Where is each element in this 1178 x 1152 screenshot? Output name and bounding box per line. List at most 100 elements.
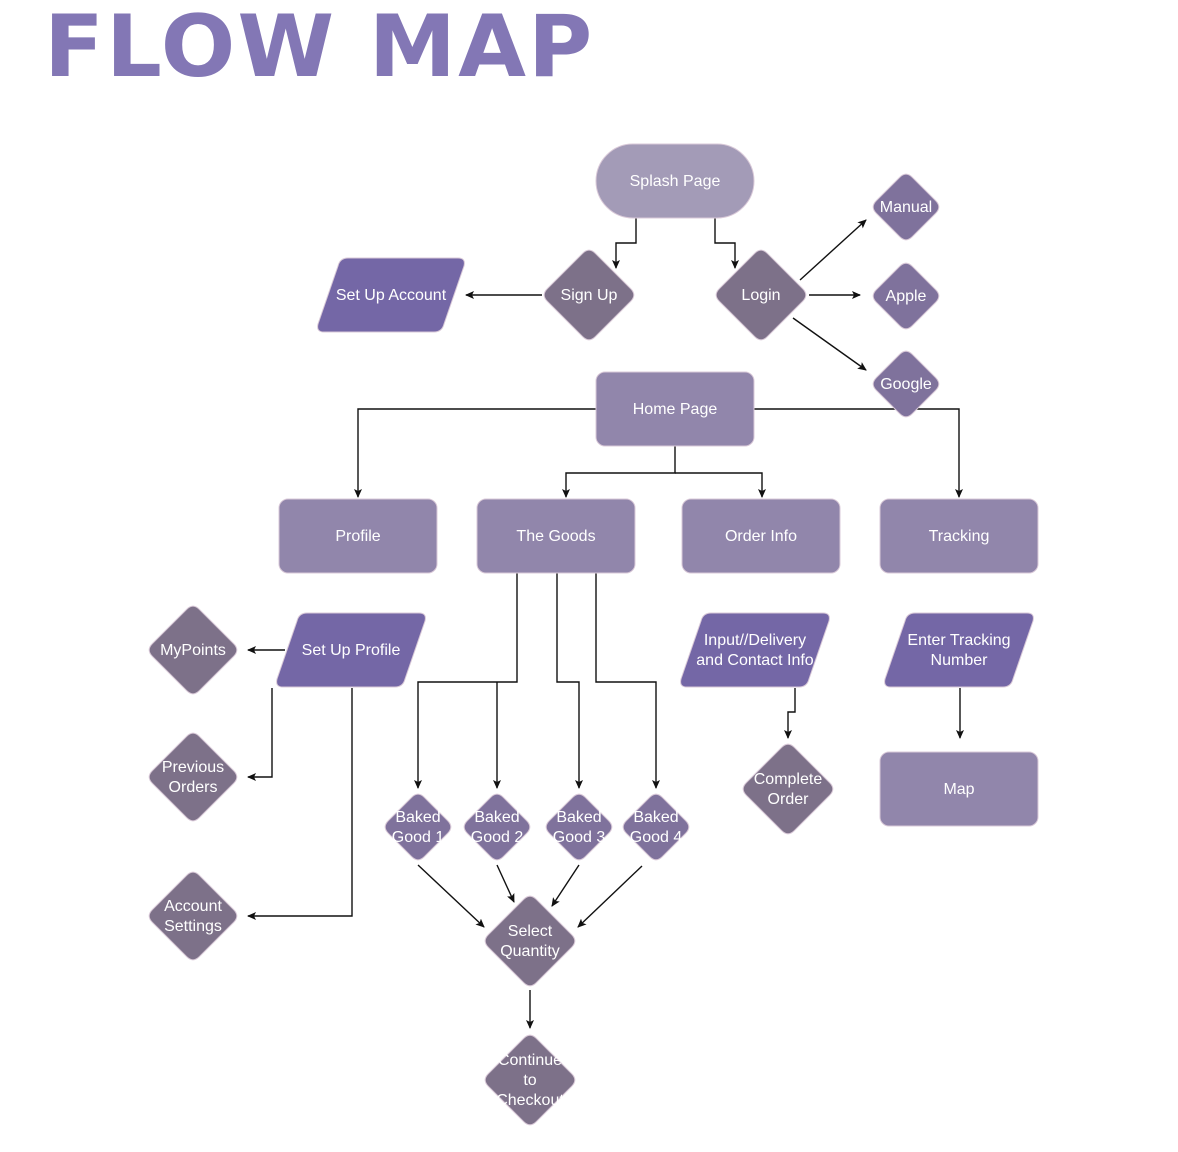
edge-setup-profile-to-prev-orders [247,688,273,781]
edge-setup-profile-to-account-settings [247,688,353,920]
node-select-qty-label: Quantity [500,943,560,960]
edge-login-to-google [792,317,867,371]
node-mypoints-shape [148,605,238,695]
edge-baked4-to-select-qty [577,865,643,928]
node-select-qty-shape [484,895,576,987]
node-baked3-label: Baked [556,809,601,826]
edge-delivery-info-to-complete-order [784,688,796,739]
node-google: Google [872,350,940,418]
node-mypoints: MyPoints [148,605,238,695]
node-complete-order-label: Order [768,791,810,808]
edge-goods-to-baked4 [595,573,660,789]
node-complete-order-shape [742,743,834,835]
node-home: Home Page [595,371,755,447]
edge-goods-to-baked3 [556,573,583,789]
node-map-label: Map [943,781,974,798]
node-prev-orders-label: Orders [169,779,218,796]
node-baked2-shape [463,793,531,861]
node-baked4-shape [622,793,690,861]
node-apple: Apple [872,262,940,330]
node-signup-label: Sign Up [561,287,618,304]
node-splash: Splash Page [595,143,755,219]
node-mypoints-label: MyPoints [160,642,226,659]
node-apple-label: Apple [886,288,927,305]
edge-goods-to-baked1 [414,573,518,789]
node-setup-profile-shape [276,612,426,688]
node-map-shape [879,751,1039,827]
node-enter-tracking-label: Number [931,652,989,669]
node-baked4-label: Good 4 [630,829,683,846]
node-select-qty-label: Select [508,923,553,940]
edge-home-to-profile [354,408,596,498]
node-account-settings-label: Account [164,898,222,915]
node-map: Map [879,751,1039,827]
edge-splash-to-signup [612,218,637,269]
node-home-shape [595,371,755,447]
edge-home-to-goods [562,446,676,498]
node-tracking-label: Tracking [929,528,990,545]
node-enter-tracking-label: Enter Tracking [907,632,1010,649]
node-complete-order-label: Complete [754,771,823,788]
node-setup-account: Set Up Account [317,257,465,333]
node-order-info-shape [681,498,841,574]
node-checkout-label: Checkout [496,1092,564,1109]
node-splash-label: Splash Page [630,173,721,190]
node-profile-shape [278,498,438,574]
node-signup-shape [543,249,635,341]
node-profile: Profile [278,498,438,574]
node-baked1-shape [384,793,452,861]
node-account-settings-shape [148,871,238,961]
node-prev-orders-shape [148,732,238,822]
node-baked2-label: Good 2 [471,829,524,846]
node-goods-label: The Goods [516,528,595,545]
node-apple-shape [872,262,940,330]
node-delivery-info-label: and Contact Info [696,652,814,669]
node-setup-account-shape [317,257,465,333]
edge-baked2-to-select-qty [496,864,515,903]
node-checkout-label: to [523,1072,536,1089]
node-checkout-shape [484,1034,576,1126]
node-profile-label: Profile [335,528,380,545]
node-checkout-label: Continue [498,1052,562,1069]
node-delivery-info-shape [680,612,830,688]
node-goods: The Goods [476,498,636,574]
edge-splash-to-login [714,218,739,269]
node-baked1-label: Baked [395,809,440,826]
node-login-shape [715,249,807,341]
node-account-settings-label: Settings [164,918,222,935]
node-signup: Sign Up [543,249,635,341]
node-enter-tracking-shape [884,612,1034,688]
node-tracking: Tracking [879,498,1039,574]
node-home-label: Home Page [633,401,718,418]
node-login-label: Login [741,287,780,304]
node-manual-shape [872,173,940,241]
node-order-info-label: Order Info [725,528,797,545]
node-baked3-label: Good 3 [553,829,606,846]
edge-home-to-order-info [675,472,766,498]
node-setup-account-label: Set Up Account [336,287,447,304]
node-baked1-label: Good 1 [392,829,445,846]
edge-login-to-manual [799,219,867,281]
node-prev-orders-label: Previous [162,759,224,776]
node-baked4-label: Baked [633,809,678,826]
node-setup-profile-label: Set Up Profile [302,642,401,659]
node-manual-label: Manual [880,199,932,216]
node-tracking-shape [879,498,1039,574]
node-google-shape [872,350,940,418]
node-setup-profile: Set Up Profile [276,612,426,688]
connectors [247,218,964,1029]
edge-baked1-to-select-qty [417,864,485,928]
node-order-info: Order Info [681,498,841,574]
